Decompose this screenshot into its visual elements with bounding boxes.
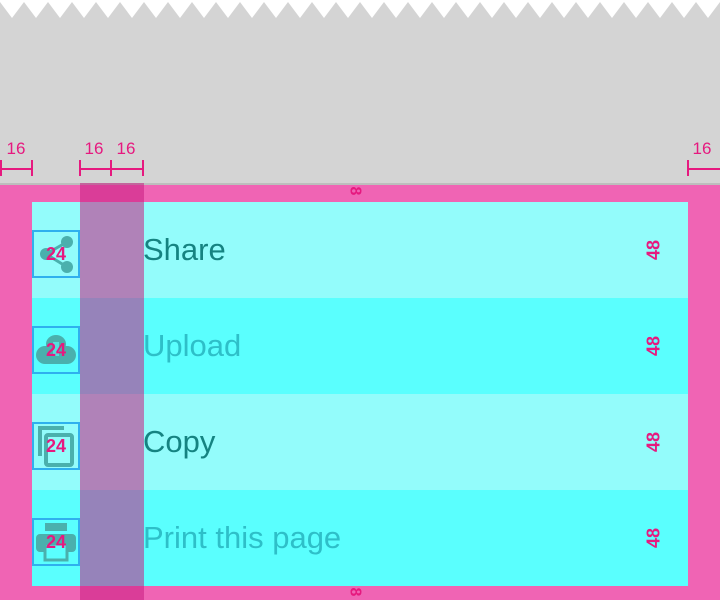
icon-size-label: 24 xyxy=(45,531,67,552)
menu-item-label: Share xyxy=(143,232,226,267)
keyline-tick xyxy=(142,160,144,176)
icon-size-label: 24 xyxy=(45,339,67,360)
print-icon: 24 xyxy=(32,518,80,566)
left-margin-tick xyxy=(0,160,2,176)
menu-item-label: Print this page xyxy=(143,520,342,555)
right-margin-label: 16 xyxy=(692,139,712,158)
menu-sheet: 8 8 24 Share 48 xyxy=(0,183,720,600)
row-height-label: 48 xyxy=(643,239,664,261)
left-margin-line xyxy=(0,168,32,170)
share-icon: 24 xyxy=(32,230,80,278)
left-margin-label: 16 xyxy=(6,139,26,158)
menu-item-label: Upload xyxy=(143,328,242,363)
row-height-label: 48 xyxy=(643,527,664,549)
left-margin-tick xyxy=(31,160,33,176)
menu-item-share[interactable]: 24 Share 48 xyxy=(32,202,688,298)
icon-size-label: 24 xyxy=(45,243,67,264)
menu-item-print[interactable]: 24 Print this page 48 xyxy=(32,490,688,586)
content-background xyxy=(0,0,720,183)
keyline-left-label: 16 xyxy=(84,139,104,158)
copy-icon: 24 xyxy=(32,422,80,470)
keyline-tick xyxy=(110,160,112,176)
bottom-padding-label: 8 xyxy=(346,587,364,597)
keyline-tick xyxy=(79,160,81,176)
row-height-label: 48 xyxy=(643,335,664,357)
menu-item-upload[interactable]: 24 Upload 48 xyxy=(32,298,688,394)
menu-list: 24 Share 48 24 Upload 48 xyxy=(32,202,688,586)
icon-size-label: 24 xyxy=(45,435,67,456)
keyline-right-label: 16 xyxy=(116,139,136,158)
right-margin-line xyxy=(687,168,720,170)
menu-item-copy[interactable]: 24 Copy 48 xyxy=(32,394,688,490)
top-padding-label: 8 xyxy=(346,186,364,196)
right-margin-tick xyxy=(687,160,689,176)
menu-item-label: Copy xyxy=(143,424,216,459)
torn-edge-decoration xyxy=(0,0,720,18)
row-height-label: 48 xyxy=(643,431,664,453)
cloud-upload-icon: 24 xyxy=(32,326,80,374)
